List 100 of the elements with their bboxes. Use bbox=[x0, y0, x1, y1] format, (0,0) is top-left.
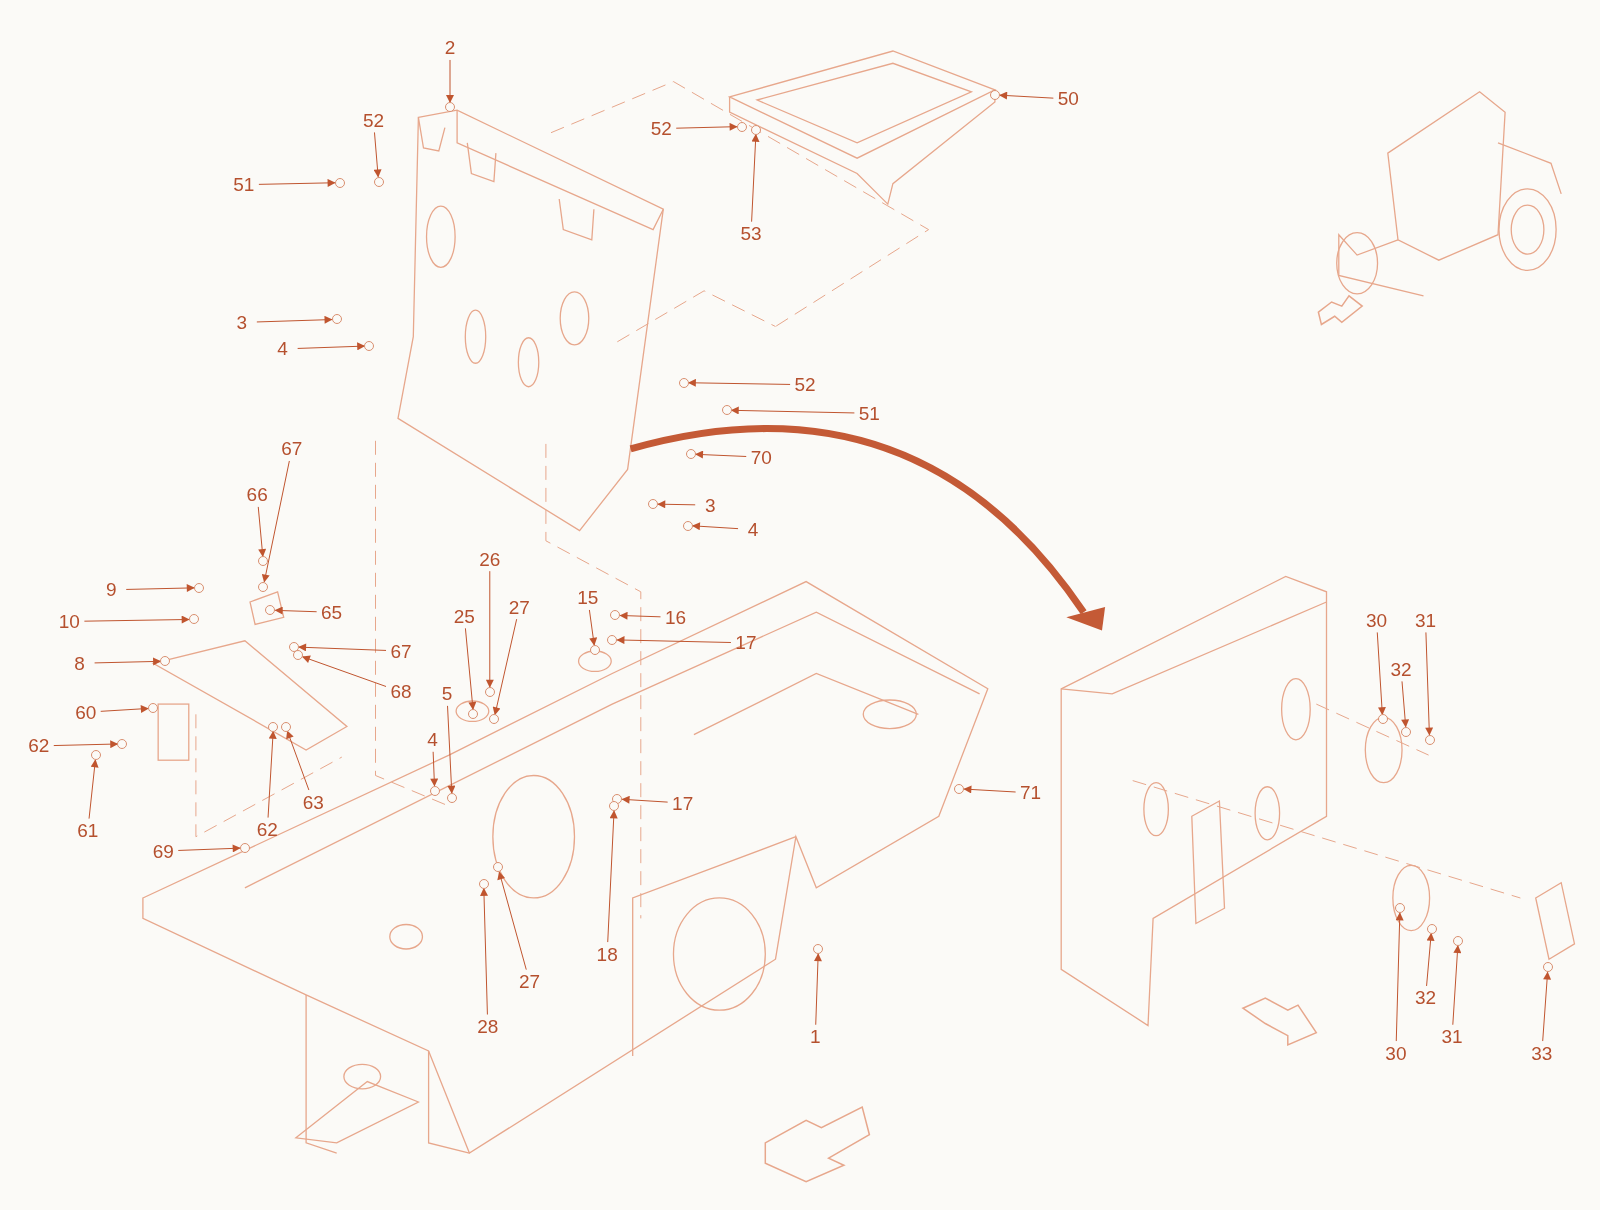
callout-number: 16 bbox=[660, 605, 691, 630]
callout-number: 5 bbox=[431, 681, 462, 706]
callout-number: 67 bbox=[276, 436, 307, 461]
callout-number: 17 bbox=[730, 630, 761, 655]
leader-line bbox=[657, 500, 696, 509]
leader-line bbox=[373, 131, 382, 178]
fastener-part bbox=[678, 377, 689, 388]
callout-number: 4 bbox=[267, 336, 298, 361]
fastener-part bbox=[484, 686, 495, 697]
fastener-part bbox=[447, 792, 458, 803]
leader-line bbox=[963, 785, 1017, 794]
fastener-part bbox=[736, 121, 747, 132]
fastener-part bbox=[685, 449, 696, 460]
fastener-part bbox=[288, 641, 299, 652]
fastener-part bbox=[1542, 962, 1553, 973]
callout-number: 62 bbox=[23, 733, 54, 758]
fastener-part bbox=[193, 582, 204, 593]
callout-number: 27 bbox=[514, 969, 545, 994]
callout-number: 51 bbox=[228, 172, 259, 197]
callout-number: 17 bbox=[667, 791, 698, 816]
fastener-part bbox=[468, 709, 479, 720]
callout-number: 9 bbox=[96, 577, 127, 602]
callout-number: 18 bbox=[592, 942, 623, 967]
callout-number: 52 bbox=[646, 116, 677, 141]
callout-number: 51 bbox=[854, 401, 885, 426]
leader-line bbox=[258, 178, 336, 187]
callout-number: 52 bbox=[790, 372, 821, 397]
leader-line bbox=[256, 315, 333, 324]
leader-line bbox=[695, 450, 747, 459]
callout-number: 25 bbox=[449, 604, 480, 629]
fastener-part bbox=[258, 556, 269, 567]
leader-line bbox=[447, 705, 456, 794]
callout-number: 70 bbox=[746, 445, 777, 470]
leader-line bbox=[480, 887, 488, 1016]
callout-number: 62 bbox=[252, 817, 283, 842]
fastener-part bbox=[492, 862, 503, 873]
callout-number: 71 bbox=[1015, 780, 1046, 805]
callout-number: 60 bbox=[70, 700, 101, 725]
fastener-part bbox=[148, 703, 159, 714]
fastener-part bbox=[751, 124, 762, 135]
leader-line bbox=[1401, 680, 1410, 728]
callout-number: 31 bbox=[1410, 608, 1441, 633]
leader-line bbox=[588, 609, 598, 646]
leader-line bbox=[616, 636, 732, 645]
fastener-part bbox=[90, 750, 101, 761]
fastener-part bbox=[373, 176, 384, 187]
fastener-part bbox=[682, 520, 693, 531]
fastener-part bbox=[609, 801, 620, 812]
leader-line bbox=[1452, 945, 1462, 1026]
callout-number: 65 bbox=[316, 600, 347, 625]
callout-number: 61 bbox=[72, 818, 103, 843]
callout-number: 30 bbox=[1361, 608, 1392, 633]
leader-line bbox=[301, 655, 387, 687]
leader-line bbox=[298, 643, 387, 652]
fastener-part bbox=[721, 405, 732, 416]
callout-number: 28 bbox=[472, 1014, 503, 1039]
leader-line bbox=[94, 657, 162, 666]
leader-line bbox=[297, 342, 366, 351]
leader-line bbox=[464, 627, 477, 711]
fastener-part bbox=[188, 614, 199, 625]
leader-line bbox=[675, 122, 738, 131]
leader-line bbox=[485, 570, 494, 688]
leader-line bbox=[53, 740, 119, 749]
fastener-part bbox=[954, 783, 965, 794]
leader-line bbox=[257, 506, 267, 558]
fastener-part bbox=[813, 943, 824, 954]
fastener-part bbox=[331, 314, 342, 325]
callout-number: 53 bbox=[736, 221, 766, 246]
leader-line bbox=[619, 611, 661, 620]
fastener-part bbox=[989, 89, 1000, 100]
callout-number: 1 bbox=[800, 1024, 831, 1049]
leader-line bbox=[125, 584, 195, 593]
fastener-part bbox=[292, 650, 303, 661]
fastener-part bbox=[117, 738, 128, 749]
leader-line bbox=[1426, 932, 1435, 987]
callout-number: 3 bbox=[695, 493, 726, 518]
callout-number: 68 bbox=[386, 679, 416, 704]
callout-number: 32 bbox=[1410, 985, 1441, 1010]
leader-line bbox=[267, 730, 277, 819]
callout-number: 27 bbox=[504, 595, 535, 620]
callout-number: 31 bbox=[1437, 1024, 1468, 1049]
leader-line bbox=[430, 751, 439, 787]
leader-line bbox=[691, 522, 739, 531]
callout-number: 26 bbox=[474, 547, 505, 572]
callout-number: 8 bbox=[64, 651, 95, 676]
callout-number: 69 bbox=[148, 839, 179, 863]
leader-line bbox=[1395, 912, 1404, 1042]
leader-line bbox=[274, 606, 318, 615]
leader-line bbox=[607, 810, 618, 943]
fastener-part bbox=[488, 714, 499, 725]
callout-number: 66 bbox=[242, 482, 273, 507]
fastener-part bbox=[607, 634, 618, 645]
leader-line bbox=[621, 795, 669, 804]
fastener-part bbox=[1401, 726, 1412, 737]
callout-number: 15 bbox=[572, 585, 603, 610]
fastener-part bbox=[1453, 935, 1464, 946]
leader-line bbox=[286, 730, 310, 791]
callout-number: 2 bbox=[435, 35, 465, 60]
fastener-part bbox=[429, 785, 440, 796]
leader-line bbox=[751, 133, 760, 223]
